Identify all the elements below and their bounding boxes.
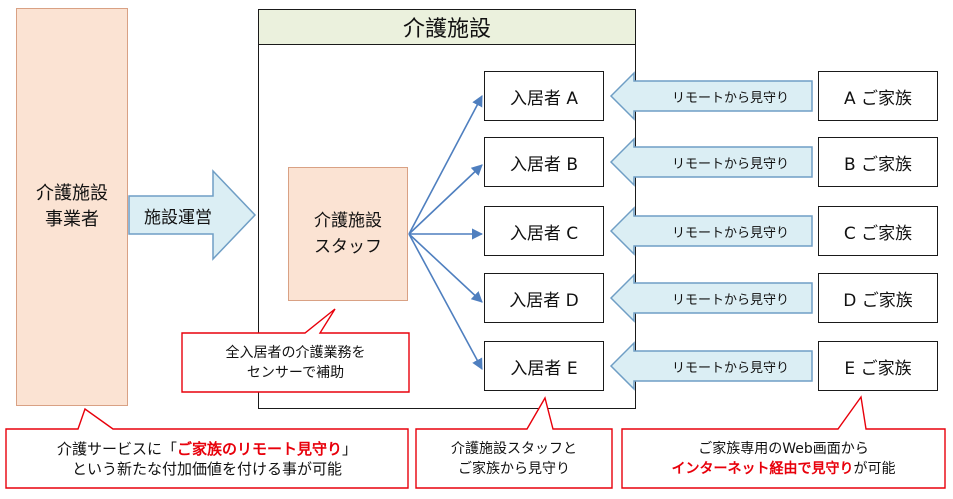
family-note-callout: ご家族専用のWeb画面から インターネット経由で見守りが可能 xyxy=(622,429,945,488)
operator-label-line1: 介護施設 xyxy=(36,183,108,204)
resident-c-box: 入居者 C xyxy=(484,206,604,256)
remote-label-e: リモートから見守り xyxy=(671,360,789,376)
remote-label-a: リモートから見守り xyxy=(671,90,789,106)
resident-note-line2: ご家族から見守り xyxy=(458,460,570,477)
staff-note-callout: 全入居者の介護業務を センサーで補助 xyxy=(182,333,409,392)
service-line1-highlight: ご家族のリモート見守り xyxy=(176,439,342,458)
operator-label-line2: 事業者 xyxy=(45,209,99,230)
service-callout: 介護サービスに「ご家族のリモート見守り」 という新たな付加価値を付ける事が可能 xyxy=(6,429,408,488)
remote-label-d: リモートから見守り xyxy=(671,292,789,308)
service-line1-post: 」 xyxy=(342,439,358,458)
service-line2: という新たな付加価値を付ける事が可能 xyxy=(71,459,342,478)
staff-note-line1: 全入居者の介護業務を xyxy=(225,344,366,361)
resident-d-box: 入居者 D xyxy=(484,273,604,323)
staff-label-line1: 介護施設 xyxy=(314,211,382,231)
operation-label: 施設運営 xyxy=(144,207,212,228)
operator-box: 介護施設 事業者 xyxy=(16,8,128,406)
staff-note-line2: センサーで補助 xyxy=(246,364,345,381)
family-note-line2-highlight: インターネット経由で見守り xyxy=(671,460,854,477)
resident-note-callout: 介護施設スタッフと ご家族から見守り xyxy=(416,429,612,488)
family-a-box: A ご家族 xyxy=(818,71,938,121)
remote-label-b: リモートから見守り xyxy=(671,156,789,172)
family-c-box: C ご家族 xyxy=(818,206,938,256)
resident-b-box: 入居者 B xyxy=(484,137,604,187)
resident-a-box: 入居者 A xyxy=(484,71,604,121)
family-e-box: E ご家族 xyxy=(818,341,938,391)
staff-label-line2: スタッフ xyxy=(314,237,382,257)
facility-title: 介護施設 xyxy=(258,9,636,45)
remote-label-c: リモートから見守り xyxy=(671,225,789,241)
staff-box: 介護施設 スタッフ xyxy=(288,167,408,301)
service-line1-pre: 介護サービスに「 xyxy=(56,439,177,458)
family-b-box: B ご家族 xyxy=(818,137,938,187)
service-line1: 介護サービスに「ご家族のリモート見守り」 xyxy=(57,439,357,459)
family-d-box: D ご家族 xyxy=(818,273,938,323)
resident-e-box: 入居者 E xyxy=(484,341,604,391)
resident-note-line1: 介護施設スタッフと xyxy=(451,440,577,457)
family-note-line2: インターネット経由で見守りが可能 xyxy=(672,459,896,479)
family-note-line1: ご家族専用のWeb画面から xyxy=(698,440,869,457)
family-note-line2-post: が可能 xyxy=(853,460,896,477)
